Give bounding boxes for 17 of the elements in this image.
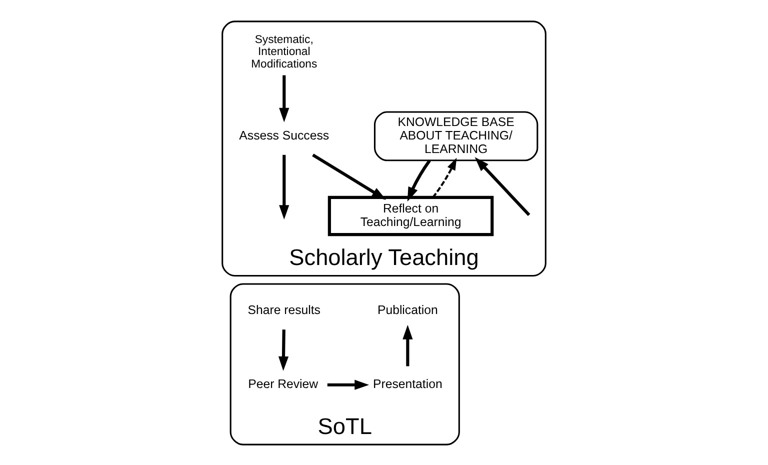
arrow: [474, 156, 530, 216]
node-text: Publication: [377, 302, 438, 316]
arrow: [402, 324, 413, 366]
node-text: Assess Success: [239, 128, 330, 142]
arrow: [279, 154, 290, 220]
arrow: [312, 153, 386, 200]
arrow: [327, 379, 370, 390]
node-box: KNOWLEDGE BASE ABOUT TEACHING/ LEARNING: [374, 110, 538, 161]
node-text: Share results: [248, 302, 320, 316]
node-text: Systematic, Intentional Modifications: [251, 33, 318, 70]
arrow: [279, 74, 290, 122]
node-text: Peer Review: [248, 376, 318, 391]
node-box: Reflect on Teaching/Learning: [328, 195, 494, 236]
arrow: [432, 157, 457, 198]
node-text: Presentation: [373, 376, 442, 391]
arrow: [407, 159, 431, 202]
arrow: [278, 329, 289, 370]
